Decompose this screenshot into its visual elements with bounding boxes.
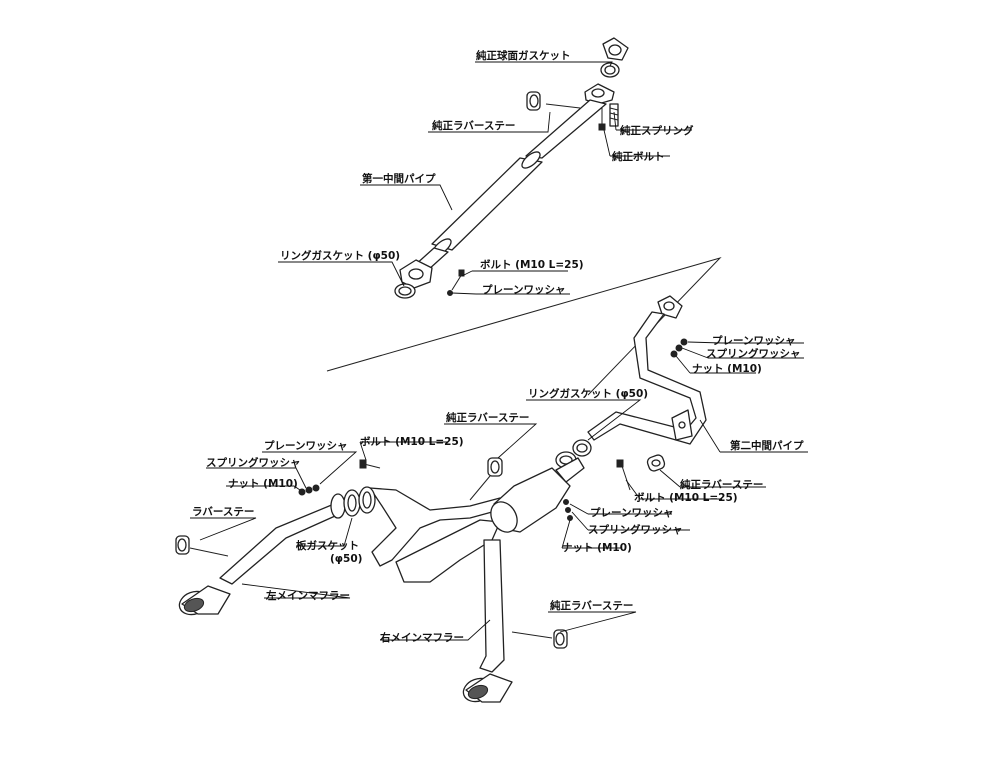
hardware-upper-right	[670, 338, 688, 358]
label-genuine-rubber-stay-1: 純正ラバーステー	[432, 119, 515, 132]
label-plate-gasket: 板ガスケット	[296, 539, 359, 552]
label-genuine-rubber-stay-3: 純正ラバーステー	[680, 478, 763, 491]
second-intermediate-pipe	[587, 295, 707, 445]
label-rubber-stay: ラバーステー	[192, 506, 254, 518]
hardware-left	[298, 459, 381, 496]
label-nut-3: ナット (M10)	[562, 542, 632, 554]
label-left-main-muffler: 左メインマフラー	[265, 589, 350, 602]
label-right-main-muffler: 右メインマフラー	[379, 631, 464, 644]
label-genuine-spherical-gasket: 純正球面ガスケット	[476, 49, 571, 62]
main-muffler-assembly	[178, 457, 585, 703]
label-ring-gasket-1: リングガスケット (φ50)	[280, 249, 400, 262]
label-spring-washer-2: スプリングワッシャ	[206, 456, 301, 469]
label-second-intermediate-pipe: 第二中間パイプ	[730, 439, 804, 452]
label-genuine-bolt: 純正ボルト	[612, 150, 665, 163]
label-plate-gasket-size: (φ50)	[330, 553, 362, 565]
ring-gasket-lower	[555, 439, 592, 469]
label-genuine-spring: 純正スプリング	[620, 124, 694, 137]
rubber-stay-left	[175, 535, 229, 557]
rubber-stay-upper	[526, 91, 581, 111]
label-first-intermediate-pipe: 第一中間パイプ	[362, 172, 436, 185]
label-plain-washer-2: プレーンワッシャ	[712, 334, 795, 347]
label-plain-washer-1: プレーンワッシャ	[482, 283, 565, 296]
guide-line	[326, 257, 722, 396]
label-ring-gasket-2: リングガスケット (φ50)	[528, 387, 648, 400]
label-spring-washer-1: スプリングワッシャ	[706, 347, 801, 360]
label-bolt-2: ボルト (M10 L=25)	[360, 435, 464, 448]
rubber-stay-right	[646, 454, 666, 472]
rubber-stay-rear-right	[511, 629, 568, 649]
label-nut-1: ナット (M10)	[692, 363, 762, 375]
bolt-right	[563, 459, 631, 521]
label-plain-washer-3: プレーンワッシャ	[264, 439, 347, 452]
label-bolt-3: ボルト (M10 L=25)	[634, 491, 738, 504]
bolt-washer-upper	[447, 269, 465, 296]
label-genuine-rubber-stay-2: 純正ラバーステー	[446, 411, 529, 424]
label-bolt-1: ボルト (M10 L=25)	[480, 258, 584, 271]
label-spring-washer-3: スプリングワッシャ	[588, 523, 683, 536]
label-plain-washer-4: プレーンワッシャ	[590, 506, 673, 519]
leader-lines	[190, 61, 808, 641]
labels: 純正球面ガスケット 純正ラバーステー 純正スプリング 純正ボルト 第一中間パイプ…	[192, 49, 804, 644]
first-intermediate-pipe	[394, 37, 629, 299]
label-nut-2: ナット (M10)	[228, 478, 298, 490]
label-genuine-rubber-stay-4: 純正ラバーステー	[550, 599, 633, 612]
